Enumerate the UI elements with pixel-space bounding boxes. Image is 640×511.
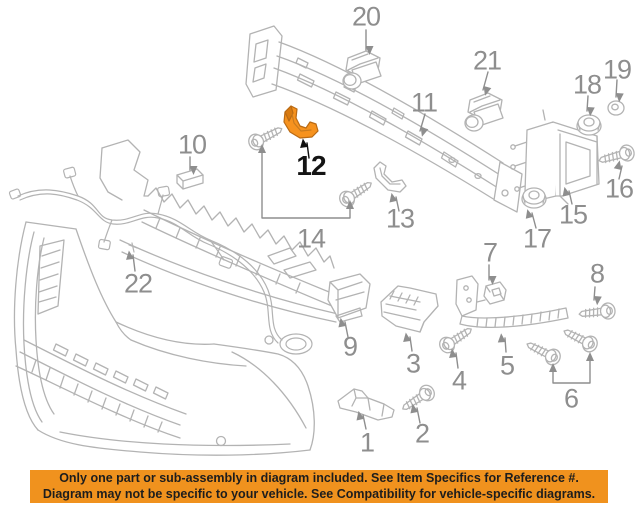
info-banner-line-1: Only one part or sub-assembly in diagram… bbox=[59, 471, 579, 485]
part-label-9: 9 bbox=[342, 331, 358, 362]
part-label-8: 8 bbox=[589, 258, 605, 289]
part-label-12-highlighted: 12 bbox=[296, 150, 326, 181]
part-label-10: 10 bbox=[177, 129, 207, 160]
screw-6-right-drawing bbox=[559, 323, 601, 355]
part-label-15: 15 bbox=[558, 199, 588, 230]
part-label-1: 1 bbox=[359, 427, 375, 458]
bracket-1-drawing bbox=[337, 388, 395, 421]
reinforcement-bar-drawing bbox=[245, 25, 523, 213]
clip-7-drawing bbox=[483, 281, 507, 305]
part-label-16: 16 bbox=[604, 173, 634, 204]
screw-14a-drawing bbox=[245, 121, 287, 153]
nut-17-drawing bbox=[521, 187, 547, 209]
side-rail-5-drawing bbox=[455, 275, 569, 329]
energy-absorber-drawing bbox=[99, 139, 371, 323]
bracket-3-drawing bbox=[380, 285, 439, 333]
info-banner-line-2: Diagram may not be specific to your vehi… bbox=[42, 486, 596, 501]
bumper-cover-drawing bbox=[13, 221, 315, 456]
part-label-13: 13 bbox=[385, 203, 415, 234]
part-label-14: 14 bbox=[296, 223, 326, 254]
part-label-5: 5 bbox=[499, 350, 515, 381]
block-10-drawing bbox=[176, 168, 204, 190]
highlighted-bracket-12-drawing bbox=[283, 105, 319, 139]
park-sensor-21-drawing bbox=[464, 92, 504, 132]
washer-19-drawing bbox=[607, 100, 625, 116]
park-sensor-20-drawing bbox=[342, 50, 382, 90]
bracket-13-drawing bbox=[373, 161, 407, 193]
callout-arrows bbox=[126, 29, 624, 430]
part-label-6: 6 bbox=[563, 383, 579, 414]
part-label-21: 21 bbox=[472, 45, 502, 76]
part-label-17: 17 bbox=[522, 223, 552, 254]
bolt-16-drawing bbox=[596, 142, 637, 169]
part-label-18: 18 bbox=[572, 69, 602, 100]
bolt-8-drawing bbox=[577, 301, 617, 323]
part-label-20: 20 bbox=[351, 1, 381, 32]
screw-14b-drawing bbox=[336, 175, 377, 211]
bracket-15-drawing bbox=[510, 109, 600, 205]
part-label-4: 4 bbox=[451, 365, 467, 396]
info-banner: Only one part or sub-assembly in diagram… bbox=[30, 470, 608, 503]
part-label-11: 11 bbox=[410, 87, 438, 118]
part-label-19: 19 bbox=[602, 54, 632, 85]
part-label-3: 3 bbox=[405, 348, 421, 379]
part-label-7: 7 bbox=[482, 237, 498, 268]
screw-6-left-drawing bbox=[522, 336, 564, 368]
screw-4-drawing bbox=[436, 321, 477, 357]
nut-18-drawing bbox=[576, 114, 602, 136]
part-label-2: 2 bbox=[414, 418, 430, 449]
part-label-22: 22 bbox=[123, 268, 153, 299]
